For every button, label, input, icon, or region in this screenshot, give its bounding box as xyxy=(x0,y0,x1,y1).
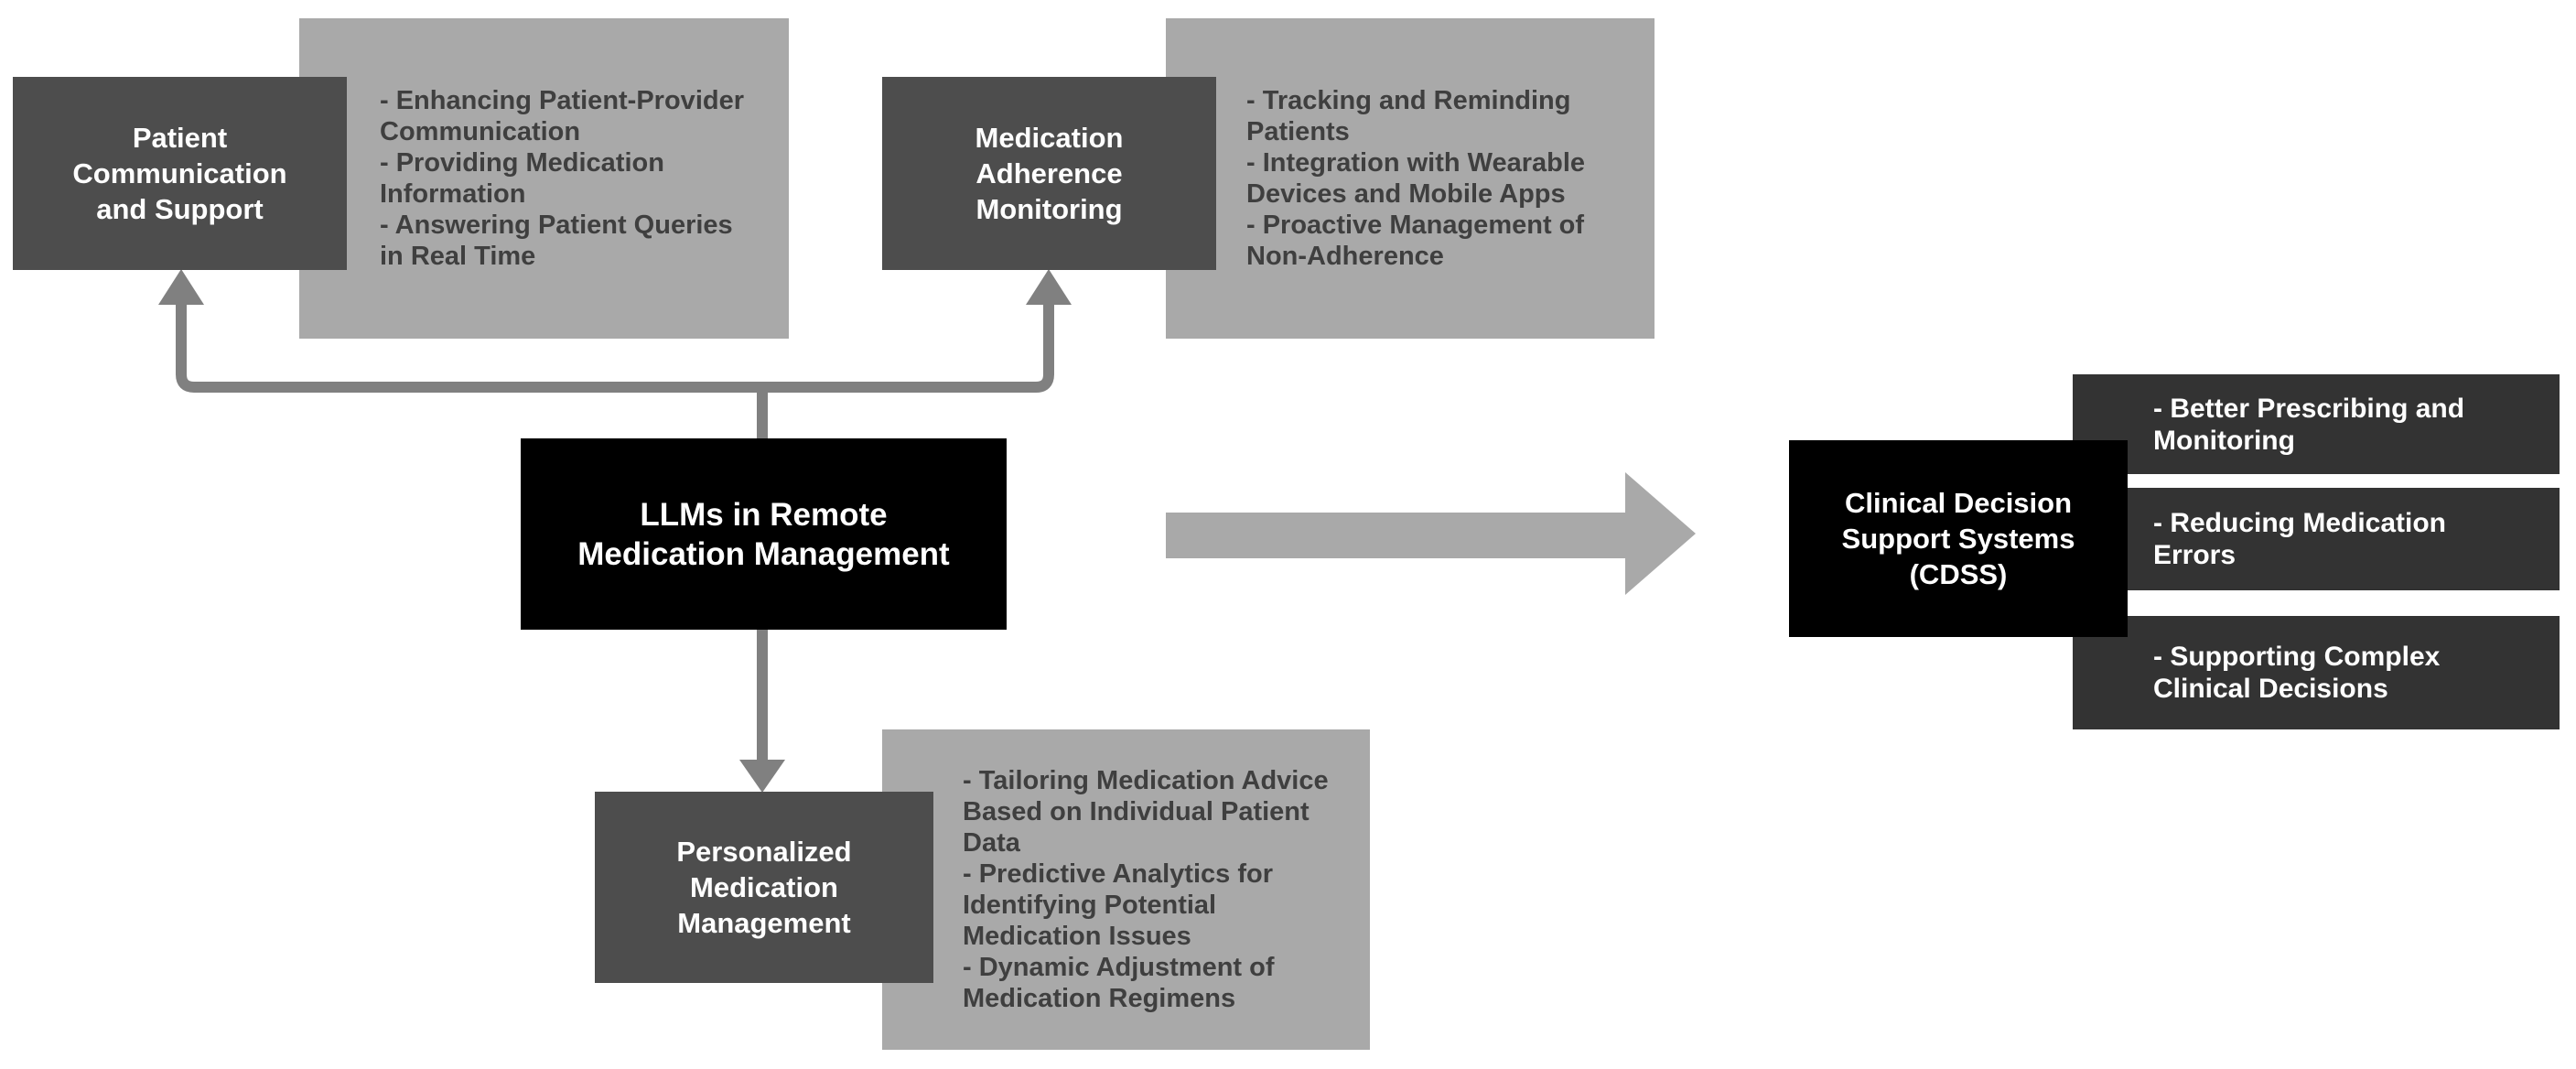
cdss-title: Clinical Decision Support Systems (CDSS) xyxy=(1841,487,2075,590)
patient-communication-title: Patient Communication and Support xyxy=(72,122,287,225)
benefit-box-decisions: - Supporting Complex Clinical Decisions xyxy=(2073,616,2560,729)
personalized-management-details: - Tailoring Medication Advice Based on I… xyxy=(882,729,1370,1050)
benefit-box-prescribing: - Better Prescribing and Monitoring xyxy=(2073,374,2560,474)
benefit-decisions-text: - Supporting Complex Clinical Decisions xyxy=(2153,642,2441,704)
flow-arrow-right-icon xyxy=(1166,472,1696,595)
up-arrowhead-left-icon xyxy=(158,269,204,305)
medication-adherence-title: Medication Adherence Monitoring xyxy=(975,122,1124,225)
medication-adherence-details: - Tracking and Reminding Patients - Inte… xyxy=(1166,18,1654,339)
central-llm-box: LLMs in Remote Medication Management xyxy=(521,438,1007,630)
personalized-management-details-text: - Tailoring Medication Advice Based on I… xyxy=(963,766,1329,1013)
benefit-prescribing-text: - Better Prescribing and Monitoring xyxy=(2153,393,2465,456)
patient-communication-details: - Enhancing Patient-Provider Communicati… xyxy=(299,18,789,339)
up-arrowhead-right-icon xyxy=(1026,269,1072,305)
down-arrowhead-icon xyxy=(739,760,785,793)
cdss-box: Clinical Decision Support Systems (CDSS) xyxy=(1789,440,2128,637)
benefit-box-errors: - Reducing Medication Errors xyxy=(2073,488,2560,590)
patient-communication-box: Patient Communication and Support xyxy=(13,77,347,270)
personalized-management-title: Personalized Medication Management xyxy=(676,836,852,939)
medication-adherence-details-text: - Tracking and Reminding Patients - Inte… xyxy=(1246,86,1586,271)
medication-adherence-box: Medication Adherence Monitoring xyxy=(882,77,1216,270)
central-llm-title: LLMs in Remote Medication Management xyxy=(577,496,950,572)
patient-communication-details-text: - Enhancing Patient-Provider Communicati… xyxy=(380,86,744,271)
branch-connector-line xyxy=(176,302,1054,393)
personalized-management-box: Personalized Medication Management xyxy=(595,792,933,983)
benefit-errors-text: - Reducing Medication Errors xyxy=(2153,508,2447,570)
